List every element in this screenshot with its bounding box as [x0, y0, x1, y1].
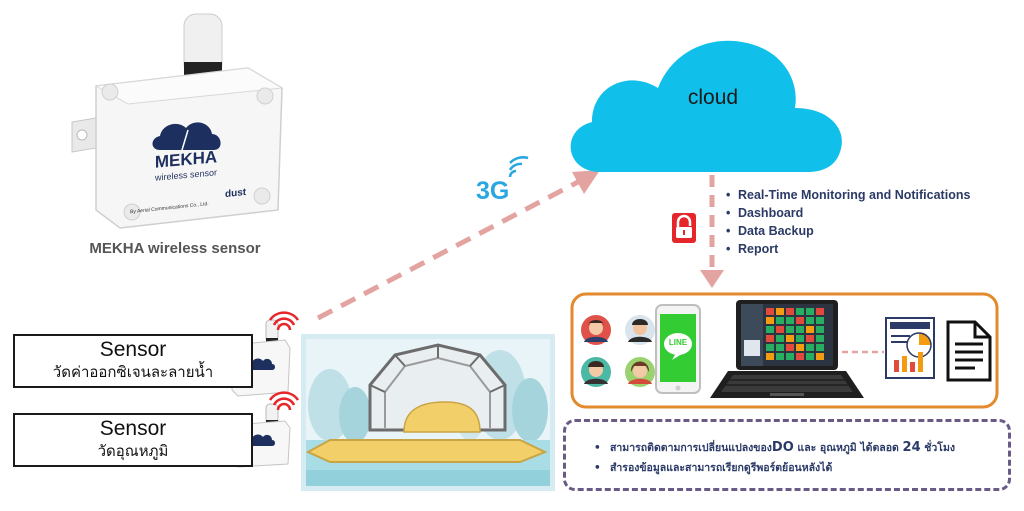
info-text: ชั่วโมง — [920, 442, 955, 454]
info-text-do: DO — [771, 440, 794, 455]
list-item: •Report — [726, 242, 779, 256]
uplink-arrow — [316, 170, 600, 321]
avatar — [625, 315, 655, 345]
pond-illustration — [301, 334, 555, 491]
feature-label: Report — [738, 242, 779, 256]
product-caption: MEKHA wireless sensor — [89, 240, 261, 257]
feature-label: Dashboard — [738, 206, 804, 220]
report-chart-icon — [885, 317, 935, 379]
document-icon — [946, 320, 992, 382]
signal-icon — [508, 156, 529, 178]
info-line: •สำรองข้อมูลและสามารถเรียกดูรีพอร์ตย้อนห… — [594, 462, 833, 474]
sensor-temperature-box: Sensor วัดอุณหภูมิ — [13, 413, 253, 467]
wifi-icon — [268, 391, 300, 411]
sensor-do-box: Sensor วัดค่าออกซิเจนละลายน้ำ — [13, 334, 253, 388]
network-label: 3G — [476, 177, 510, 205]
wifi-icon — [268, 311, 300, 331]
info-box: •สามารถติดตามการเปลี่ยนแปลงของDO และ อุณ… — [563, 419, 1011, 491]
avatar — [581, 315, 611, 345]
sensor-description: วัดค่าออกซิเจนละลายน้ำ — [52, 364, 214, 381]
partner-logo: dust — [225, 186, 247, 201]
cloud-icon — [570, 40, 842, 172]
feature-list: •Real-Time Monitoring and Notifications … — [726, 186, 970, 258]
avatar — [581, 357, 611, 387]
sensor-title: Sensor — [99, 338, 167, 361]
laptop-keyboard — [710, 371, 864, 398]
phone-app-label: LINE — [668, 338, 688, 347]
lock-icon — [672, 213, 696, 243]
feature-label: Data Backup — [738, 224, 814, 238]
list-item: •Real-Time Monitoring and Notifications — [726, 188, 971, 202]
downlink-arrow — [700, 175, 724, 288]
product-image — [71, 13, 284, 229]
sensor-title: Sensor — [99, 417, 167, 440]
phone-icon — [655, 304, 701, 394]
info-text: สามารถติดตามการเปลี่ยนแปลงของ — [610, 442, 772, 454]
feature-label: Real-Time Monitoring and Notifications — [738, 188, 971, 202]
info-line: •สามารถติดตามการเปลี่ยนแปลงของDO และ อุณ… — [594, 440, 955, 455]
info-text-hours: 24 — [902, 440, 921, 455]
avatar — [625, 357, 655, 387]
list-item: •Data Backup — [726, 224, 814, 238]
info-text: สำรองข้อมูลและสามารถเรียกดูรีพอร์ตย้อนหล… — [610, 462, 833, 474]
cloud-label: cloud — [687, 86, 739, 109]
list-item: •Dashboard — [726, 206, 804, 220]
dashboard-tiles — [766, 308, 824, 360]
sensor-description: วัดอุณหภูมิ — [97, 443, 169, 460]
info-text: และ อุณหภูมิ ได้ตลอด — [793, 442, 903, 454]
